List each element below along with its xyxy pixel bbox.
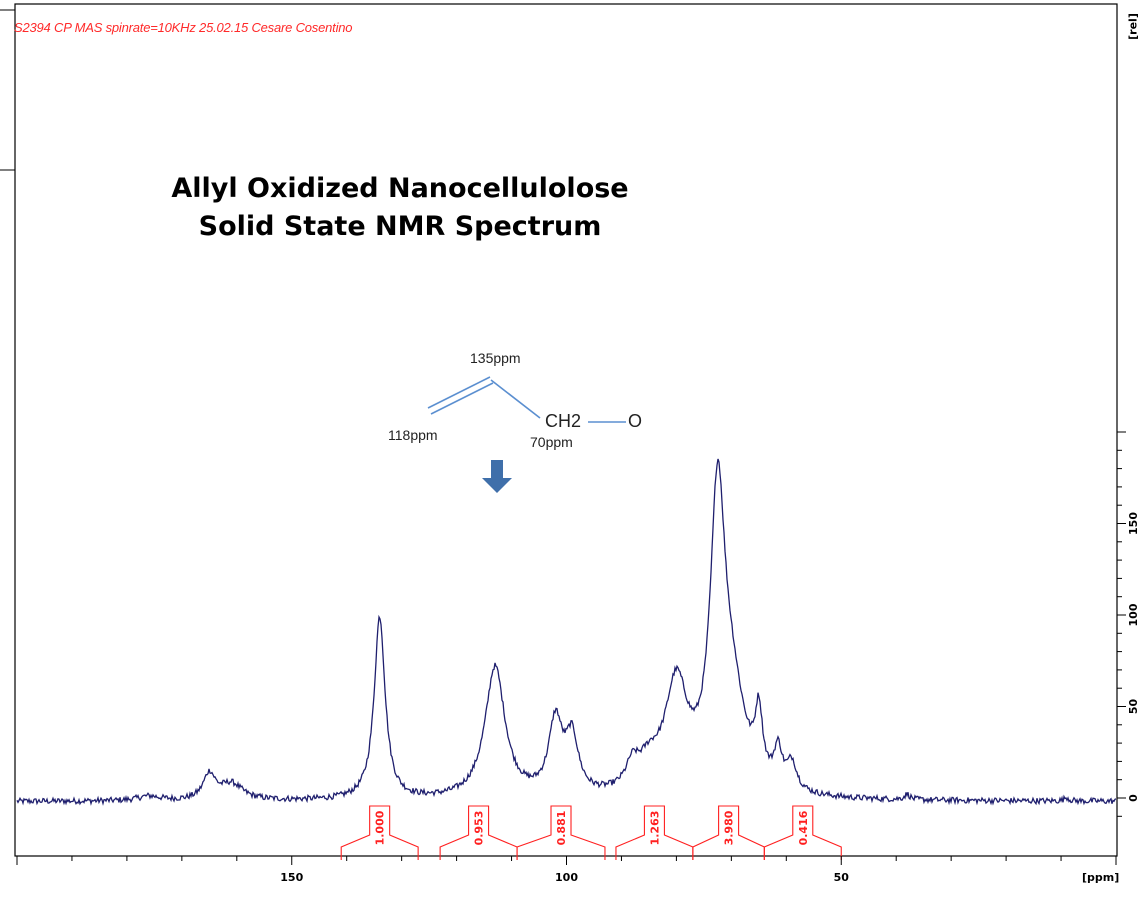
chart-title: Allyl Oxidized Nanocellulolose Solid Sta… (150, 170, 650, 246)
spectrum-line (16, 458, 1117, 806)
integral-group: 1.000 0.953 0.881 1.263 3.980 0.416 (340, 805, 842, 860)
x-axis-ticks: 150 100 50 (16, 856, 1117, 884)
title-line-1: Allyl Oxidized Nanocellulolose (171, 173, 629, 204)
inset-tab (0, 9, 15, 171)
double-bond-line-2 (430, 382, 494, 415)
down-arrow-icon (482, 460, 512, 493)
label-o: O (628, 411, 643, 431)
y-tick-label: 100 (1127, 603, 1140, 626)
integral-bracket: 0.416 (763, 805, 842, 860)
integral-bracket: 3.980 (692, 805, 765, 860)
integral-bracket: 1.263 (615, 805, 694, 860)
x-tick-label: 150 (280, 871, 303, 884)
x-tick-label: 50 (834, 871, 850, 884)
label-70ppm: 70ppm (530, 434, 573, 450)
label-ch2: CH2 (545, 411, 582, 431)
integral-label: 1.000 (374, 810, 387, 845)
y-axis-label: [rel] (1126, 13, 1140, 40)
integral-label: 1.263 (648, 811, 661, 846)
title-line-2: Solid State NMR Spectrum (198, 211, 602, 242)
integral-bracket-line (340, 805, 419, 860)
spectrum-group (16, 458, 1117, 806)
integral-bracket-line (516, 805, 606, 860)
integral-label: 3.980 (723, 810, 736, 845)
integral-bracket-line (763, 805, 842, 860)
y-tick-label: 150 (1127, 512, 1140, 535)
y-tick-label: 0 (1127, 794, 1140, 802)
integral-label: 0.881 (555, 811, 568, 846)
integral-bracket: 0.881 (516, 805, 606, 860)
single-bond-line (490, 379, 541, 419)
double-bond-line-1 (427, 376, 491, 409)
spectrum-header: S2394 CP MAS spinrate=10KHz 25.02.15 Ces… (14, 20, 353, 35)
integral-bracket-line (439, 805, 518, 860)
integral-bracket: 0.953 (439, 805, 518, 860)
x-tick-label: 100 (555, 871, 578, 884)
label-118ppm: 118ppm (388, 427, 438, 443)
integral-bracket-line (692, 805, 765, 860)
y-tick-label: 50 (1127, 699, 1140, 715)
integral-label: 0.953 (473, 811, 486, 846)
label-135ppm: 135ppm (470, 350, 521, 366)
integral-bracket: 1.000 (340, 805, 419, 860)
y-axis-ticks: 0 50 100 150 (1117, 431, 1140, 817)
x-axis-label: [ppm] (1082, 871, 1119, 884)
integral-bracket-line (615, 805, 694, 860)
molecule-sketch (427, 376, 626, 493)
integral-label: 0.416 (797, 810, 810, 845)
